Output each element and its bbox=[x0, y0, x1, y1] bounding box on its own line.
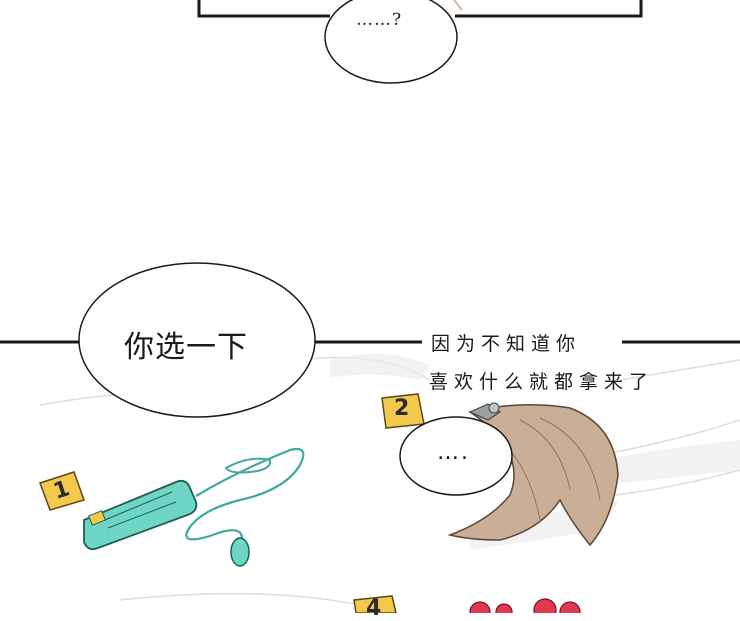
top-bubble-hair-hint bbox=[453, 0, 463, 11]
narration-line-1: 因为不知道你 bbox=[431, 333, 582, 355]
evidence-marker-1 bbox=[39, 471, 85, 511]
marker-number-4: 4 bbox=[366, 596, 382, 621]
choose-speech-bubble bbox=[78, 262, 316, 418]
marker-number-2: 2 bbox=[394, 396, 410, 421]
dots-bubble-text: …. bbox=[437, 440, 470, 465]
red-beads bbox=[469, 598, 581, 613]
choose-bubble-text: 你选一下 bbox=[124, 330, 248, 365]
dots-speech-bubble bbox=[399, 416, 513, 496]
narration-line-2: 喜欢什么就都拿来了 bbox=[429, 371, 655, 393]
top-speech-bubble bbox=[324, 0, 458, 84]
teal-toy bbox=[83, 447, 305, 567]
top-bubble-text: ……? bbox=[356, 10, 403, 30]
hair-tail bbox=[447, 402, 619, 547]
evidence-marker-4 bbox=[353, 595, 397, 613]
top-panel-border bbox=[197, 0, 643, 18]
